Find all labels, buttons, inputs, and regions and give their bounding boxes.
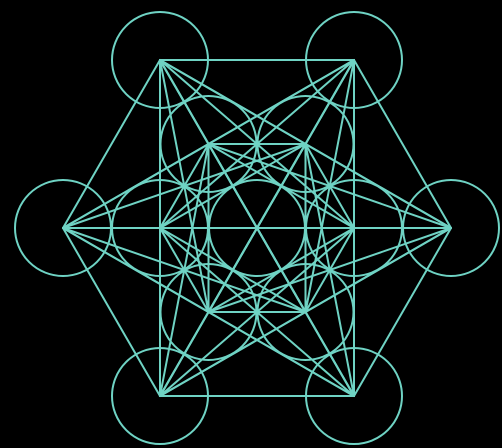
metatrons-cube-figure bbox=[0, 0, 502, 448]
figure-canvas bbox=[0, 0, 502, 448]
